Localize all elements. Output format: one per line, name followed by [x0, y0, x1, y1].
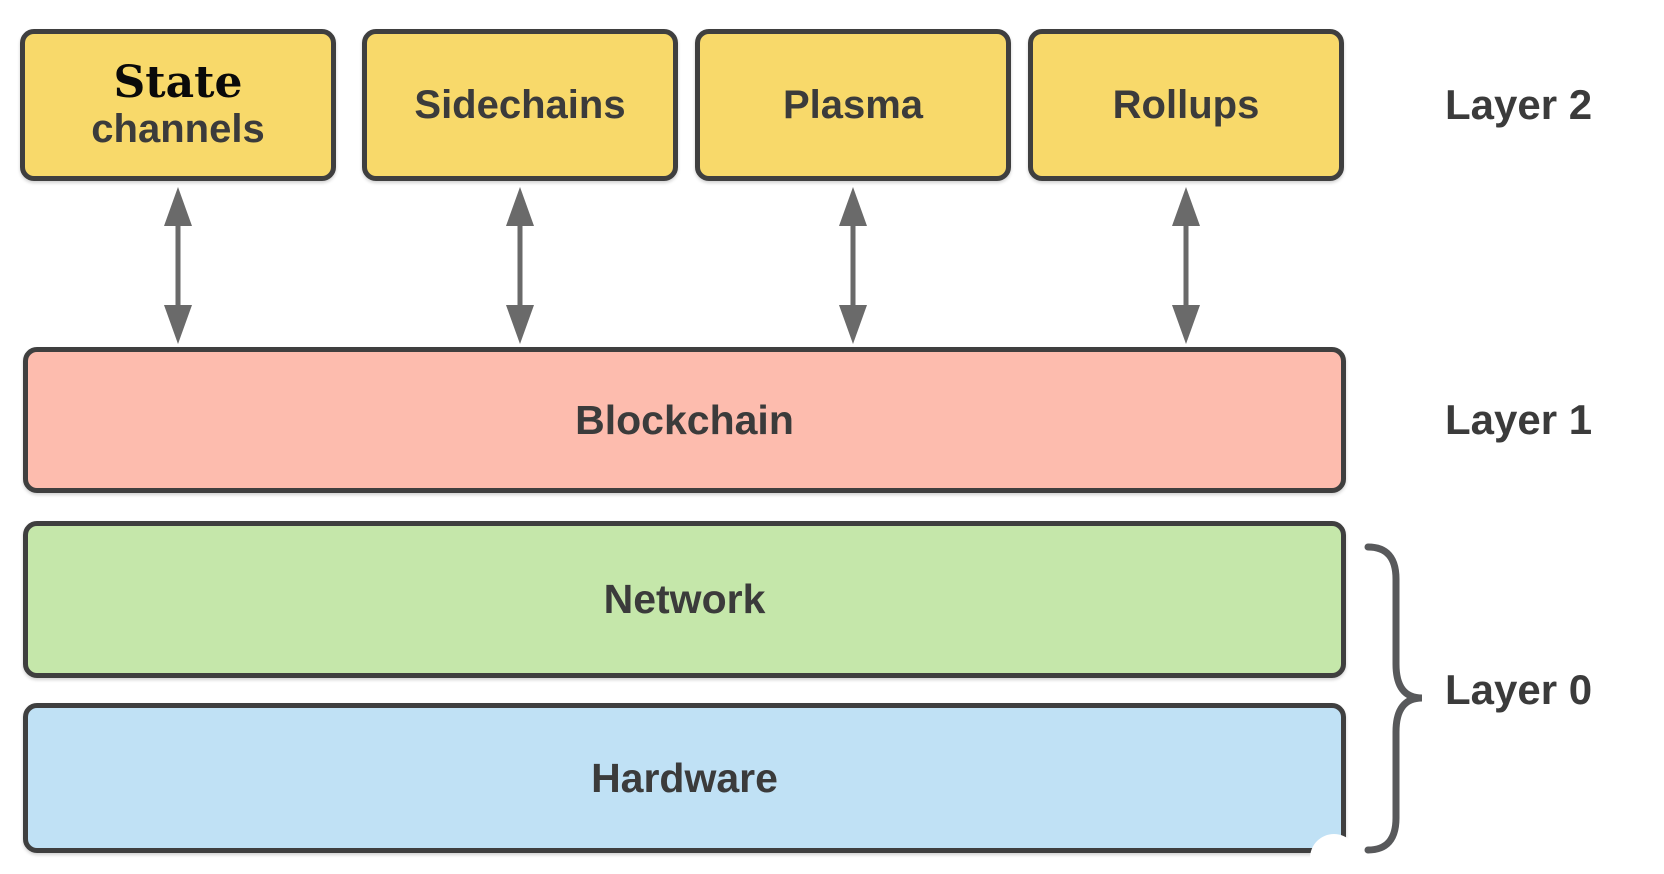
node-rollups: Rollups [1028, 29, 1344, 181]
node-blockchain: Blockchain [23, 347, 1346, 493]
node-state-channels-line2: channels [91, 107, 265, 152]
node-blockchain-label: Blockchain [575, 396, 794, 443]
node-state-channels-line1: State [113, 56, 243, 108]
double-arrow-icon [506, 187, 534, 344]
layer2-label: Layer 2 [1445, 81, 1593, 128]
curly-brace-icon [1364, 543, 1423, 854]
double-arrow-icon [164, 187, 192, 344]
node-plasma: Plasma [695, 29, 1011, 181]
node-network: Network [23, 521, 1346, 678]
node-network-label: Network [603, 576, 766, 622]
double-arrow-icon [839, 187, 867, 344]
node-sidechains: Sidechains [362, 29, 678, 181]
double-arrow-icon [1172, 187, 1200, 344]
node-hardware-label: Hardware [591, 754, 778, 801]
layer1-label: Layer 1 [1445, 396, 1593, 443]
node-plasma-label: Plasma [782, 82, 924, 127]
node-sidechains-label: Sidechains [414, 82, 626, 127]
node-rollups-label: Rollups [1112, 82, 1260, 127]
layer0-label: Layer 0 [1445, 666, 1593, 713]
node-state-channels: State channels [20, 29, 336, 181]
node-hardware: Hardware [23, 703, 1346, 853]
